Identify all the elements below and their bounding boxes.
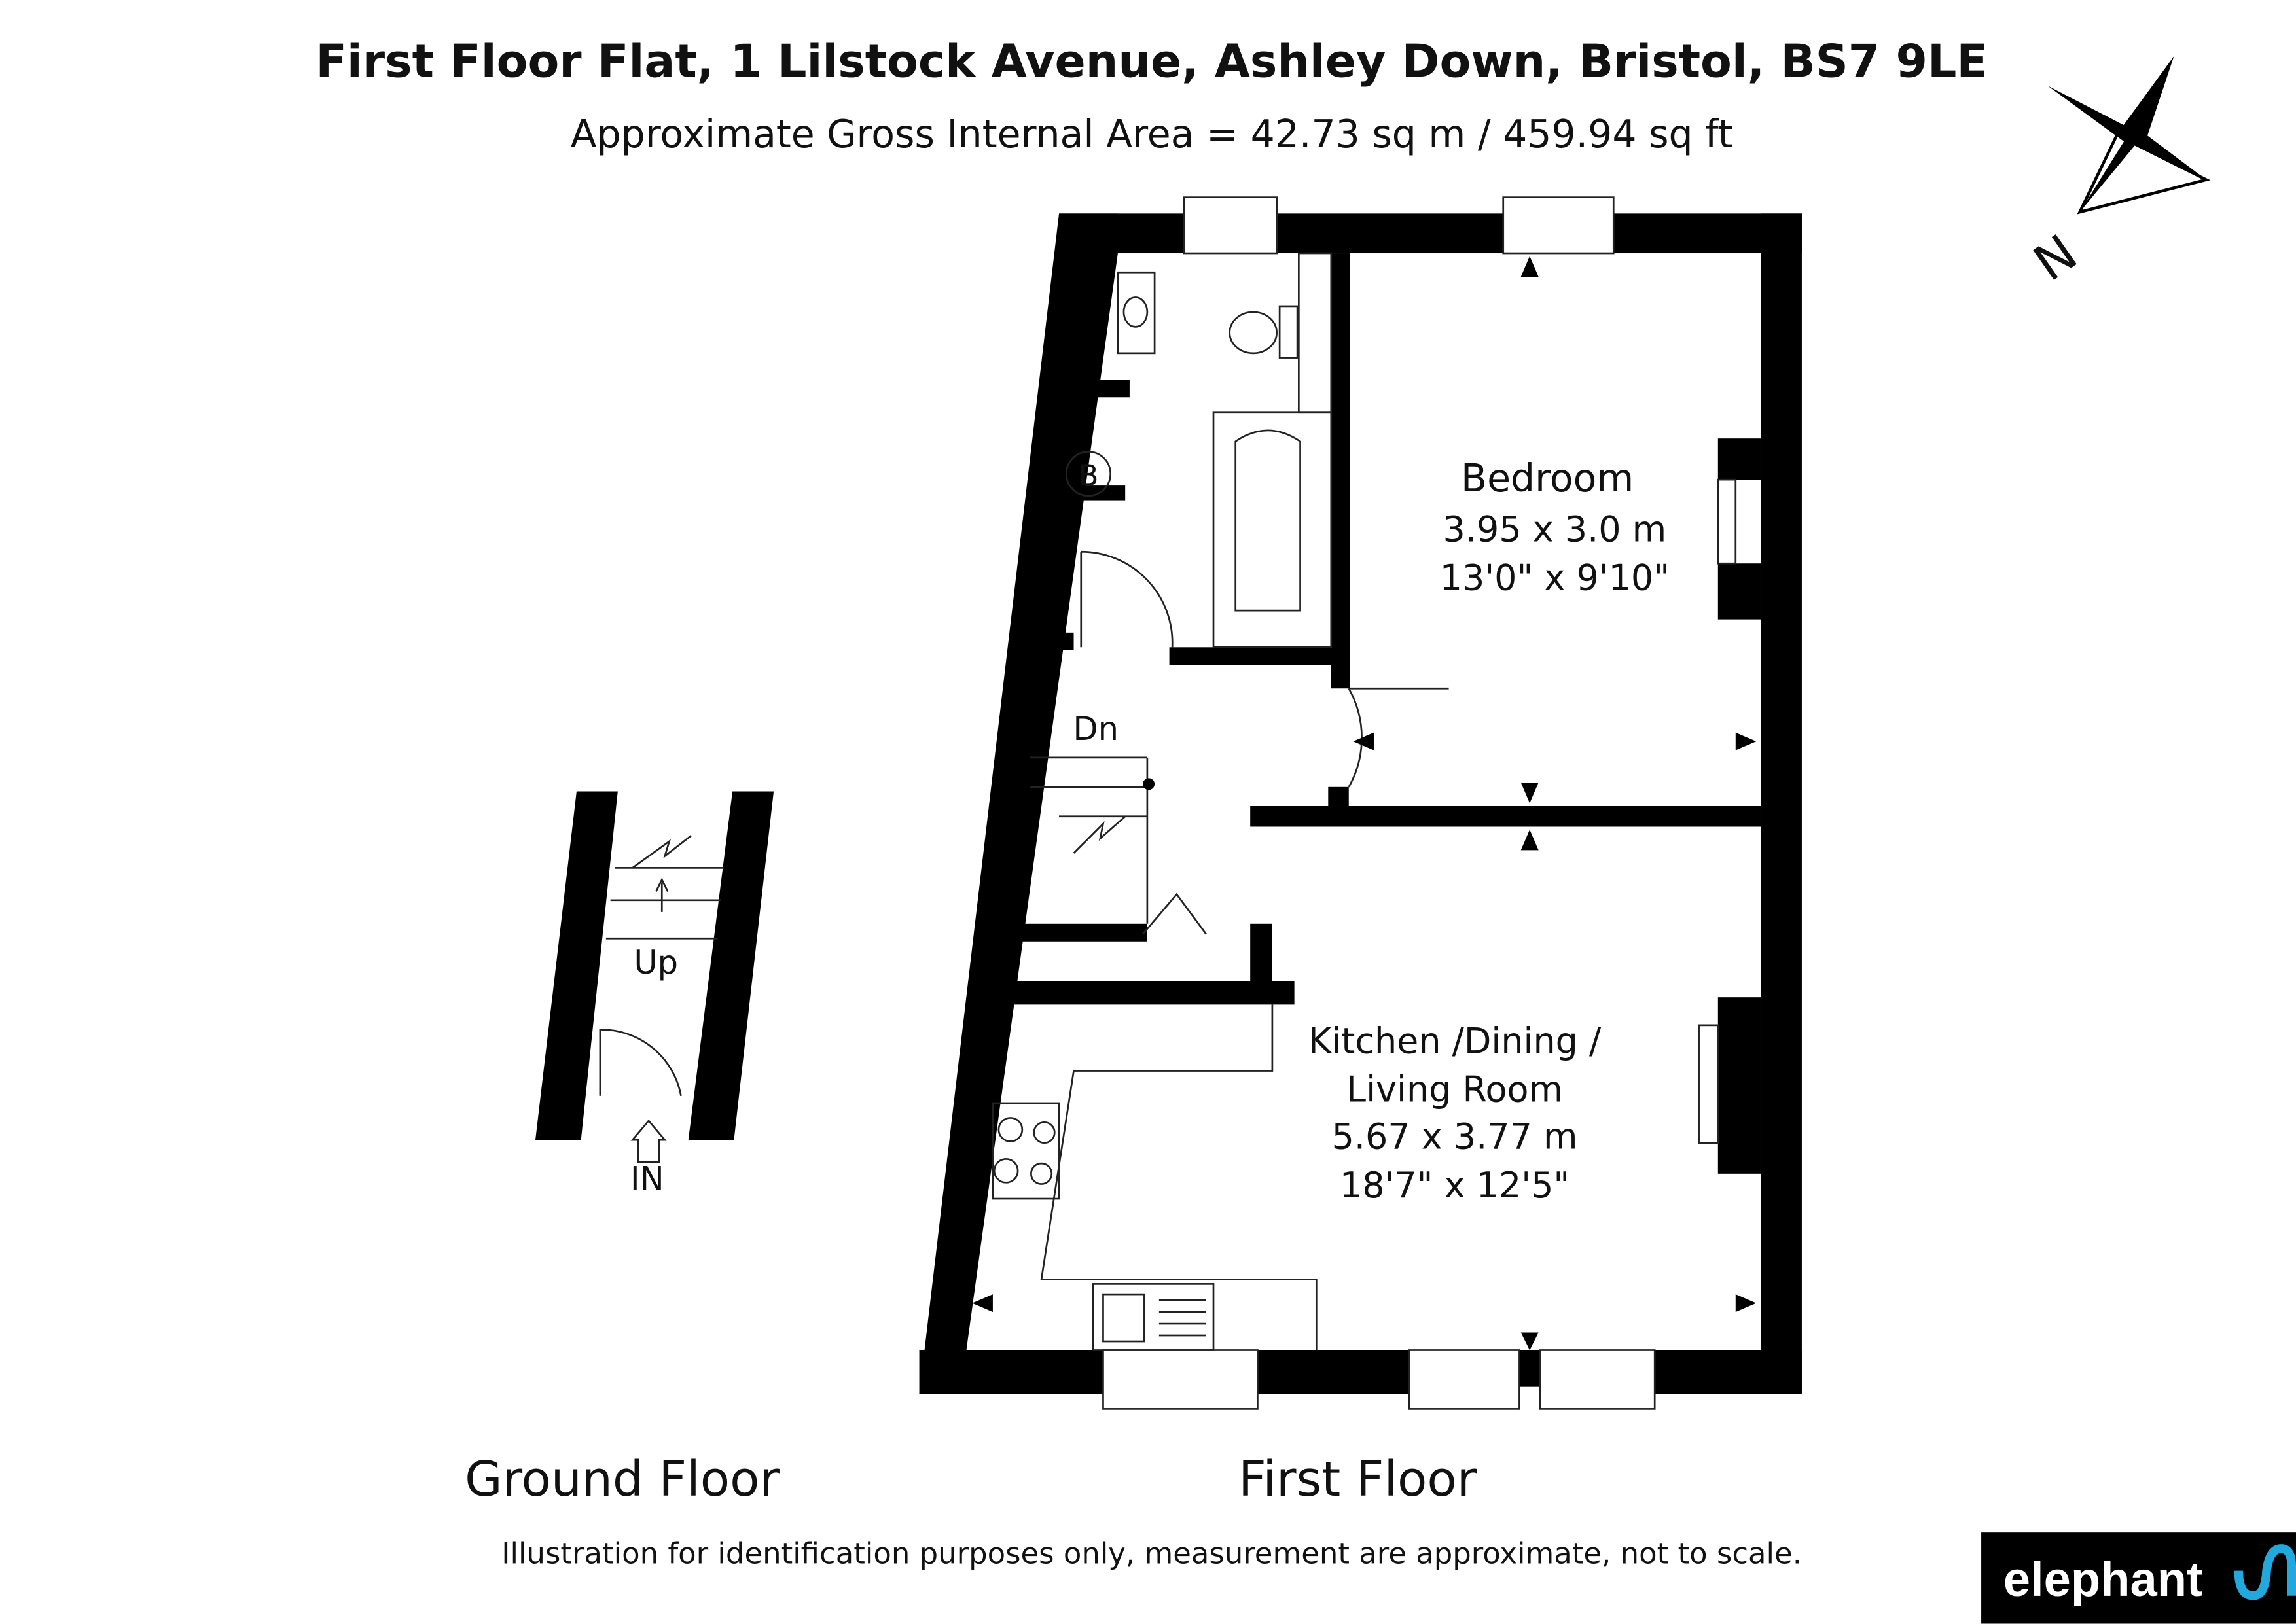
first-floor-walls [919, 213, 1802, 1394]
windows [1102, 196, 1737, 1410]
subtitle: Approximate Gross Internal Area = 42.73 … [571, 112, 1733, 156]
title: First Floor Flat, 1 Lilstock Avenue, Ash… [315, 35, 1988, 88]
compass-label: N [2024, 224, 2088, 293]
stairs-up [605, 834, 724, 940]
door-swing [1080, 550, 1174, 648]
basin-icon [1117, 271, 1156, 355]
boiler-label: B [1079, 458, 1099, 493]
toilet-icon [1229, 311, 1278, 355]
bedroom-imperial: 13'0" x 9'10" [1440, 557, 1670, 599]
cupboard-door [1142, 892, 1207, 935]
door-swing [1348, 687, 1449, 788]
logo-text: elephant [2003, 1552, 2203, 1606]
elephant-trunk-icon [2234, 1544, 2296, 1600]
dimension-markers [972, 256, 1757, 1350]
fixtures: B [992, 252, 1449, 1351]
kitchen-name-2: Living Room [1346, 1069, 1563, 1110]
entrance-arrow-icon [630, 1119, 667, 1163]
bedroom-metric: 3.95 x 3.0 m [1443, 509, 1667, 550]
door-swing [599, 1029, 682, 1096]
ground-floor-label: Ground Floor [465, 1451, 780, 1508]
kitchen-metric: 5.67 x 3.77 m [1332, 1116, 1578, 1157]
first-floor-label: First Floor [1238, 1451, 1477, 1508]
elephant-logo: elephant [1981, 1532, 2296, 1624]
kitchen-counter [1040, 1004, 1318, 1350]
stairs-down [1030, 756, 1149, 924]
ground-floor-walls [535, 791, 774, 1163]
boiler-icon [1065, 451, 1112, 497]
sink-icon [1092, 1283, 1215, 1351]
bath-icon [1212, 411, 1333, 648]
stairs-down-label: Dn [1073, 710, 1119, 748]
kitchen-name-1: Kitchen /Dining / [1308, 1021, 1602, 1062]
disclaimer: Illustration for identification purposes… [501, 1536, 1802, 1570]
stairs-up-label: Up [634, 944, 678, 981]
entrance-label: IN [630, 1160, 664, 1198]
hob-icon [992, 1102, 1060, 1200]
kitchen-imperial: 18'7" x 12'5" [1340, 1165, 1570, 1206]
bedroom-name: Bedroom [1461, 456, 1634, 501]
compass-rose: N [2024, 56, 2211, 293]
